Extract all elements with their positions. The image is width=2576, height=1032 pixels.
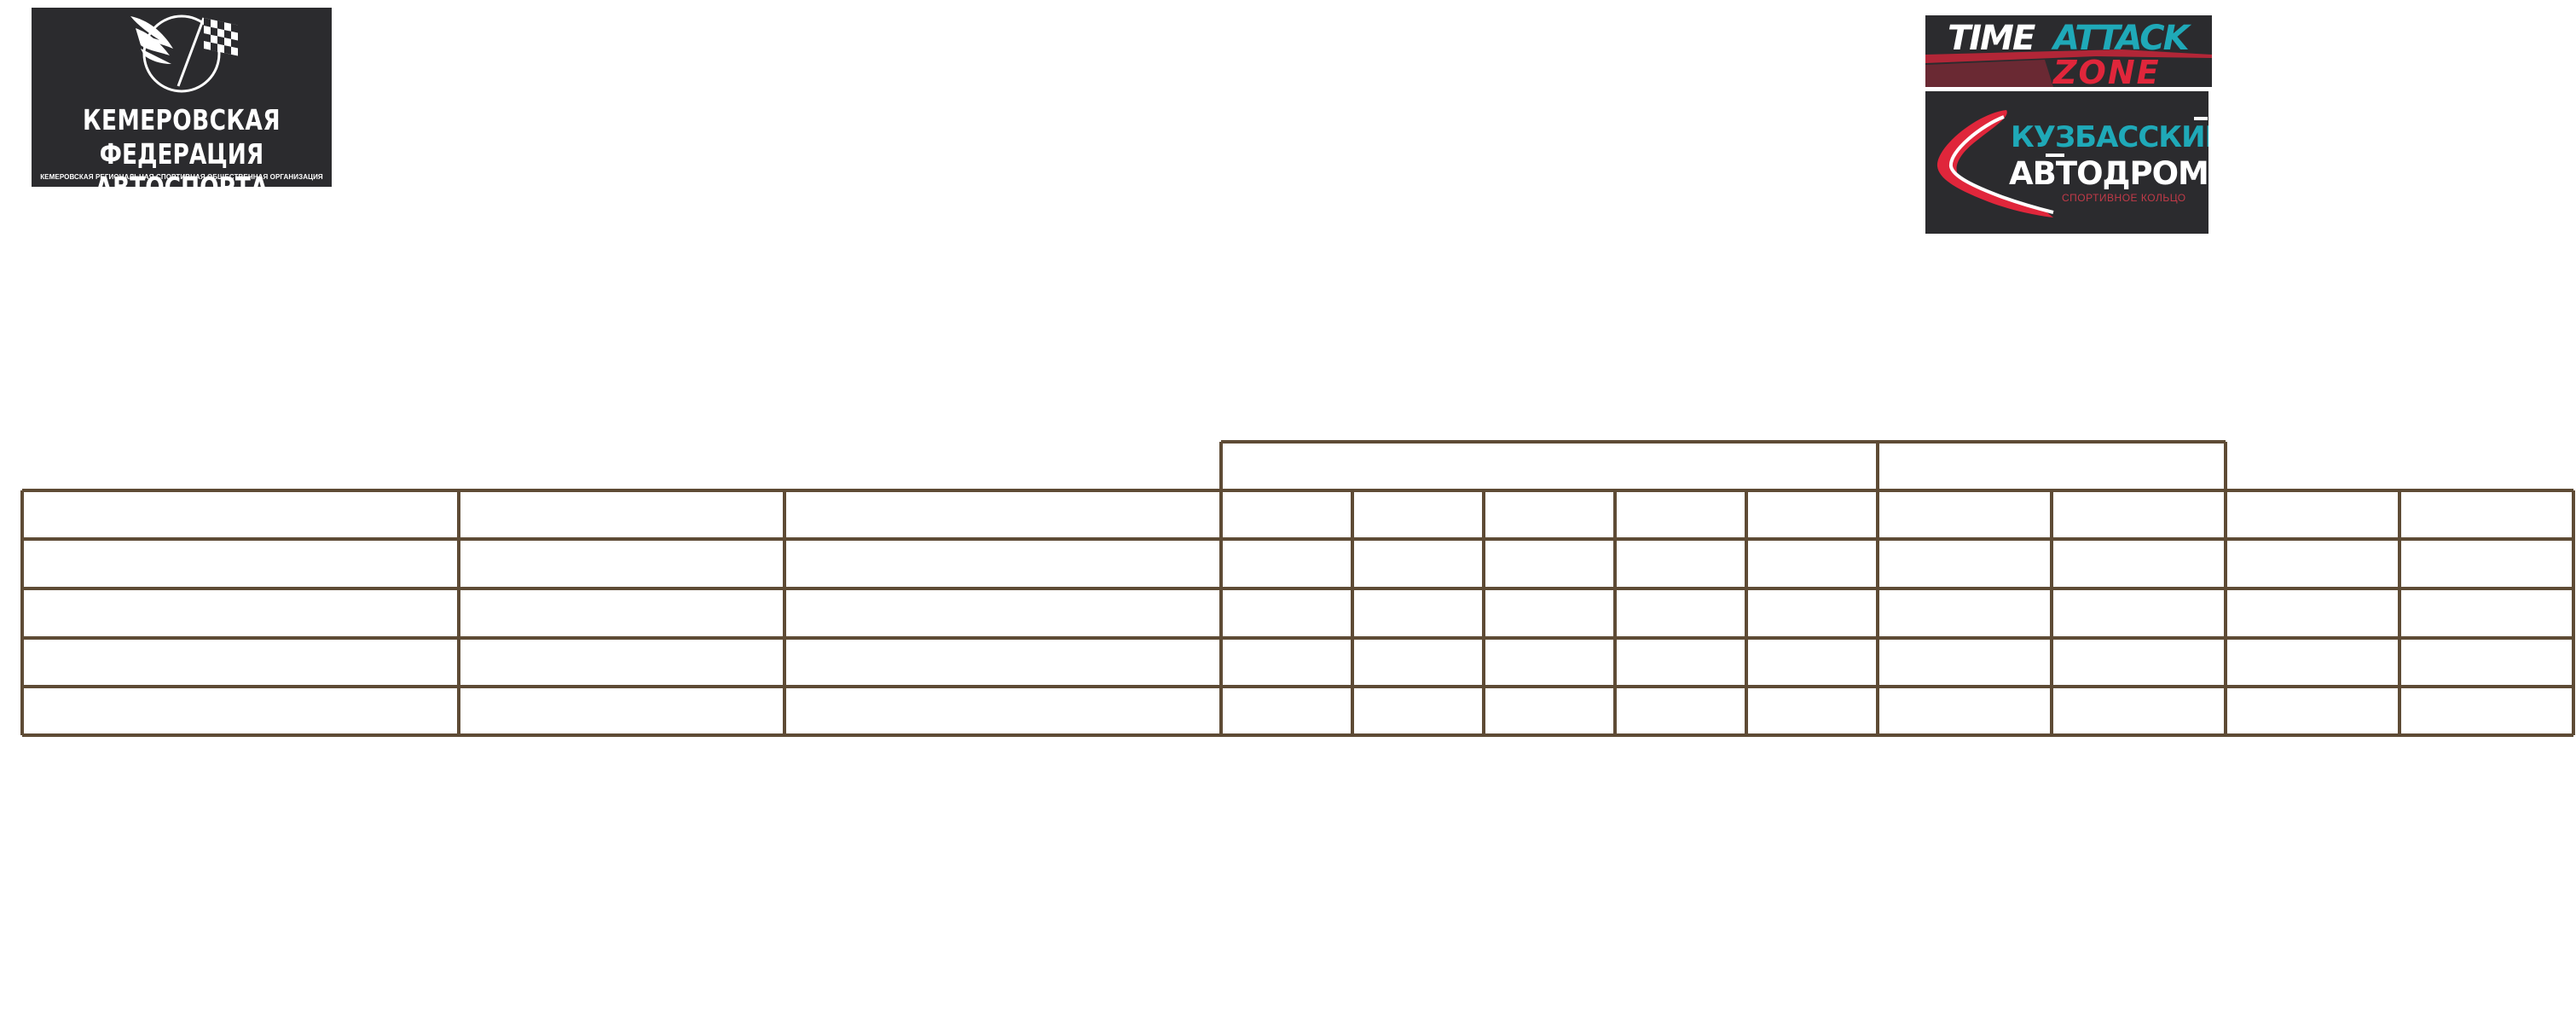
race-track-icon	[1936, 110, 2208, 217]
federation-subtitle: КЕМЕРОВСКАЯ РЕГИОНАЛЬНАЯ СПОРТИВНАЯ ОБЩЕ…	[40, 173, 323, 181]
time-attack-word3: ZONE	[2052, 54, 2161, 87]
time-attack-word2: ATTACK	[2051, 19, 2192, 58]
autodrome-name-line1: КУЗБАССКИЙ	[2011, 120, 2208, 154]
kuzbass-autodrome-logo: КУЗБАССКИЙ АВТОДРОМ СПОРТИВНОЕ КОЛЬЦО	[1925, 91, 2208, 234]
time-attack-word1: TIME	[1948, 19, 2035, 58]
autodrome-subtitle: СПОРТИВНОЕ КОЛЬЦО	[2062, 192, 2186, 204]
autodrome-name-line2: АВТОДРОМ	[2009, 155, 2208, 192]
federation-name-line1: КЕМЕРОВСКАЯ	[83, 103, 281, 136]
federation-name-line2: ФЕДЕРАЦИЯ АВТОСПОРТА	[96, 137, 269, 187]
winged-checkered-flag-icon	[130, 14, 238, 93]
time-attack-zone-logo: TIME ATTACK ZONE	[1925, 15, 2212, 87]
kemerovo-federation-logo: КЕМЕРОВСКАЯ ФЕДЕРАЦИЯ АВТОСПОРТА КЕМЕРОВ…	[32, 8, 332, 187]
